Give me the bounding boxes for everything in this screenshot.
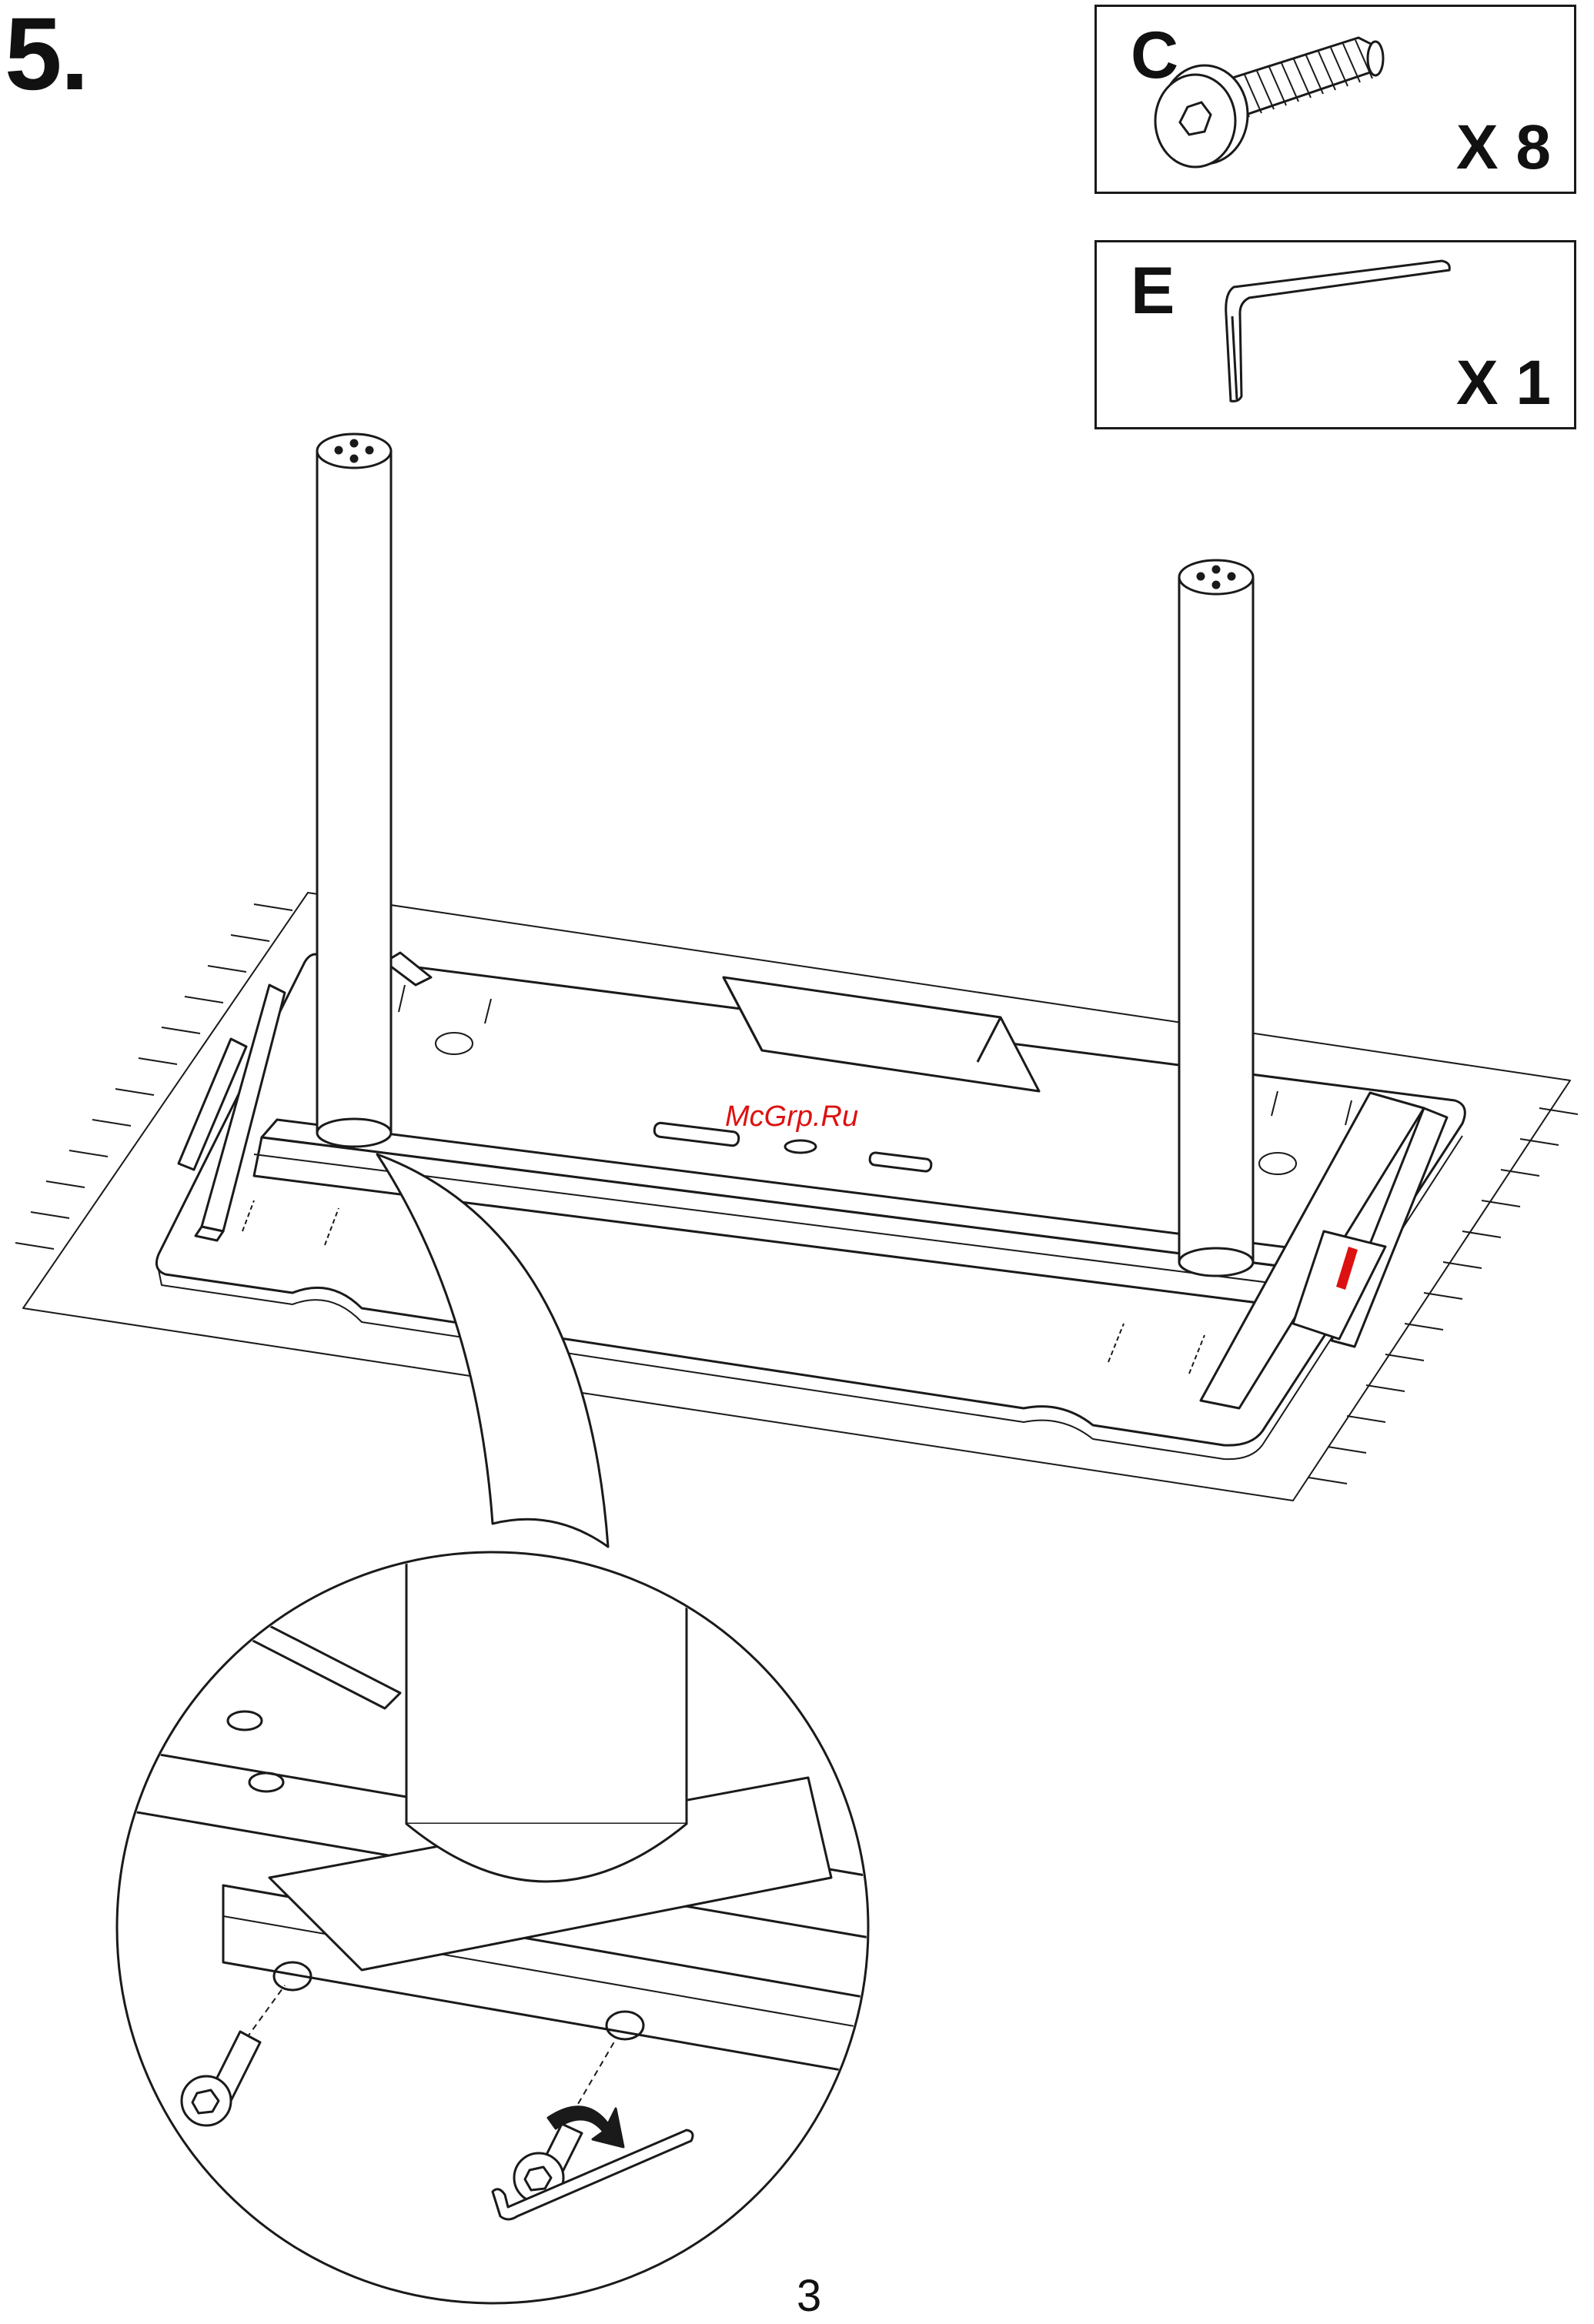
watermark: McGrp.Ru bbox=[725, 1100, 858, 1134]
left-leg-column bbox=[317, 434, 391, 1147]
right-leg-column bbox=[1179, 560, 1253, 1276]
page-number: 3 bbox=[797, 2270, 821, 2322]
detail-magnifier bbox=[69, 1508, 924, 2303]
